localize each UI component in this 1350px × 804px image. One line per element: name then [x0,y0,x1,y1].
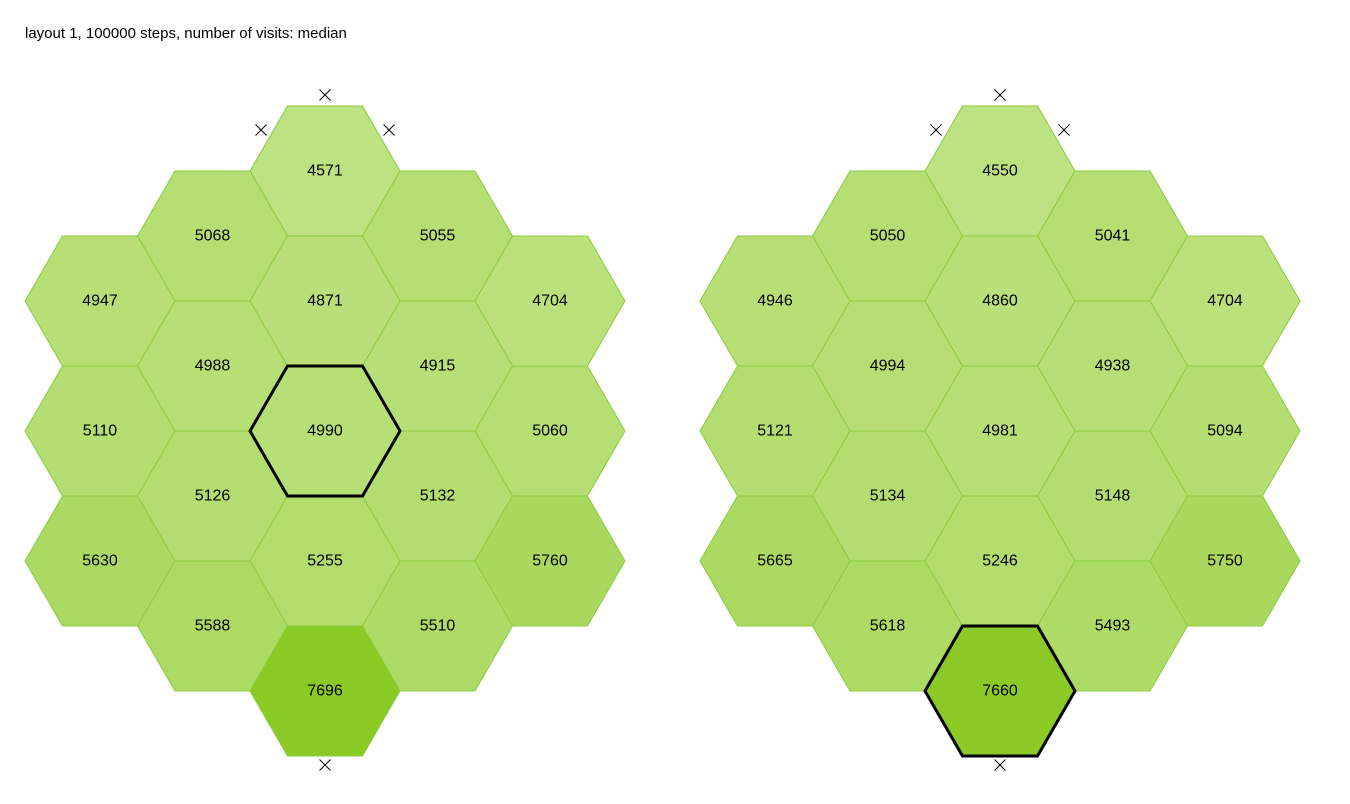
hex-value: 4981 [982,423,1018,440]
hex-value: 4938 [1095,358,1131,375]
exit-marker-icon [994,759,1006,771]
hex-value: 5588 [195,618,231,635]
hex-cell-e3: 5750 [1149,495,1301,627]
hex-cell-e1: 4704 [474,235,626,367]
highlight-outline [248,364,402,498]
hex-value: 4915 [420,358,456,375]
hex-cell-b1: 5050 [811,170,964,302]
hex-value: 5055 [420,228,456,245]
hex-cell-a1: 4947 [24,235,176,367]
hex-value: 4871 [307,293,343,310]
hex-value: 5050 [870,228,906,245]
hex-value: 4704 [532,293,568,310]
hex-value: 4947 [82,293,118,310]
hex-value: 4571 [307,163,343,180]
page-title: layout 1, 100000 steps, number of visits… [25,25,347,42]
hex-value: 4990 [307,423,343,440]
hex-cell-c5: 7696 [249,625,401,757]
hex-value: 5126 [195,488,231,505]
hex-value: 5246 [982,553,1018,570]
hex-value: 5148 [1095,488,1131,505]
hex-value: 4994 [870,358,906,375]
hex-value: 7696 [307,683,343,700]
exit-marker-icon [994,89,1006,101]
exit-marker-icon [383,124,395,136]
hex-value: 5760 [532,553,568,570]
hex-value: 5255 [307,553,343,570]
hex-value: 5630 [82,553,118,570]
highlight-outline [923,624,1077,758]
hex-value: 5068 [195,228,231,245]
hex-value: 5493 [1095,618,1131,635]
hex-shape [249,625,401,757]
hex-value: 5618 [870,618,906,635]
hex-value: 5121 [757,423,793,440]
hex-value: 5110 [83,423,118,440]
hex-value: 4860 [982,293,1018,310]
exit-marker-icon [319,759,331,771]
exit-marker-icon [255,124,267,136]
hex-value: 4704 [1207,293,1243,310]
hex-value: 5094 [1207,423,1243,440]
hex-value: 7660 [982,683,1018,700]
hex-value: 4550 [982,163,1018,180]
hex-cell-e2: 5094 [1149,365,1301,497]
hex-value: 5132 [420,488,456,505]
exit-marker-icon [930,124,942,136]
exit-marker-icon [1058,124,1070,136]
hex-grid-left: 4571 5068 5055 4947 4871 4704 4988 4915 5110 4990… [24,89,626,771]
hex-value: 5750 [1207,553,1243,570]
hex-grid-right: 4550 5050 5041 4946 4860 4704 4994 4938 5121 4981… [699,89,1301,771]
hex-value: 5134 [870,488,906,505]
exit-marker-icon [319,89,331,101]
hex-value: 5041 [1095,228,1131,245]
hex-value: 5060 [532,423,568,440]
hex-value: 5510 [420,618,456,635]
hex-value: 4988 [195,358,231,375]
hex-value: 5665 [757,553,793,570]
hex-value: 4946 [757,293,793,310]
